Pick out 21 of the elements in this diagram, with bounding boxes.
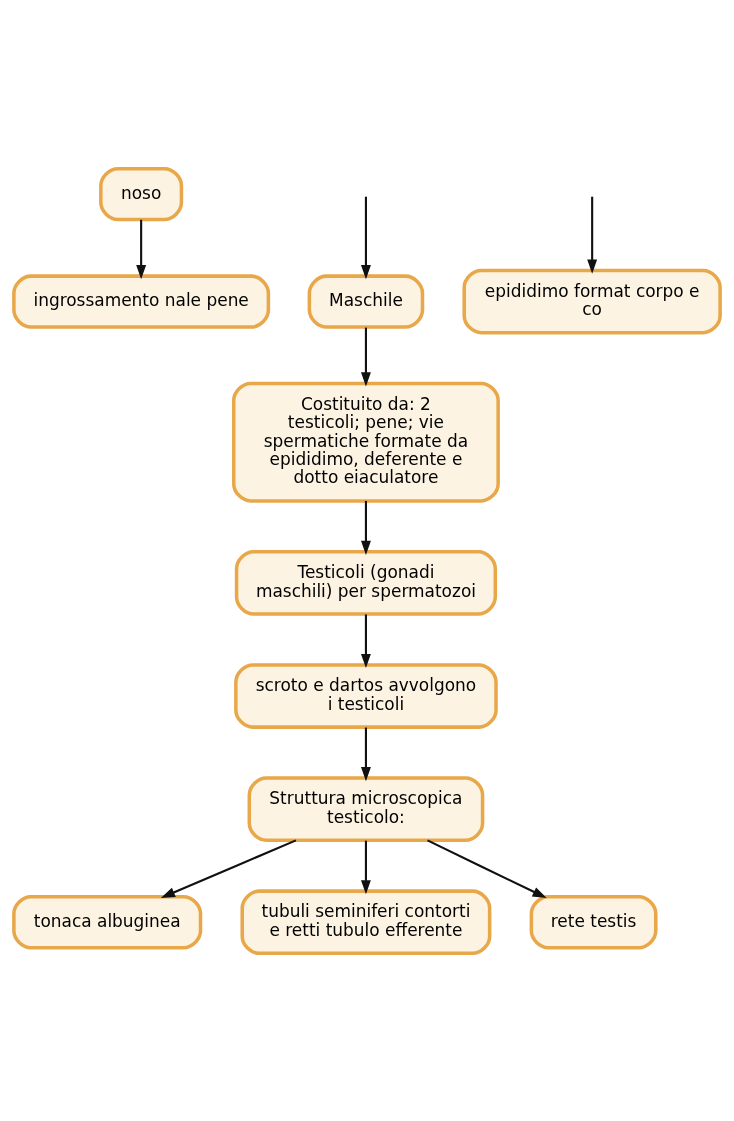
node-box: rete testis [529, 894, 658, 949]
arrow [361, 196, 371, 279]
node-box: Costituito da: 2 testicoli; pene; vie spermatiche formate da epididimo, deferente e dotto eiaculatore [231, 381, 500, 503]
arrow [361, 727, 371, 781]
arrow [361, 840, 371, 894]
node-box: epididimo format corpo e co [462, 268, 722, 334]
node-box: scroto e dartos avvolgono i testicoli [234, 662, 498, 729]
arrow [427, 838, 547, 898]
node-box: Maschile [307, 273, 425, 329]
node-box: tonaca albuginea [12, 894, 203, 949]
node-box: noso [99, 166, 184, 221]
node-box: tubuli seminiferi contorti e retti tubulo efferente [240, 888, 492, 955]
arrow [361, 500, 371, 555]
arrow [361, 613, 371, 668]
node-box: Testicoli (gonadi maschili) per spermatozoi [234, 549, 498, 616]
arrow [160, 838, 297, 898]
arrow [587, 196, 598, 274]
arrow [361, 327, 371, 386]
arrow [136, 219, 147, 279]
node-box: ingrossamento nale pene [12, 273, 271, 329]
node-box: Struttura microscopica testicolo: [247, 775, 485, 842]
